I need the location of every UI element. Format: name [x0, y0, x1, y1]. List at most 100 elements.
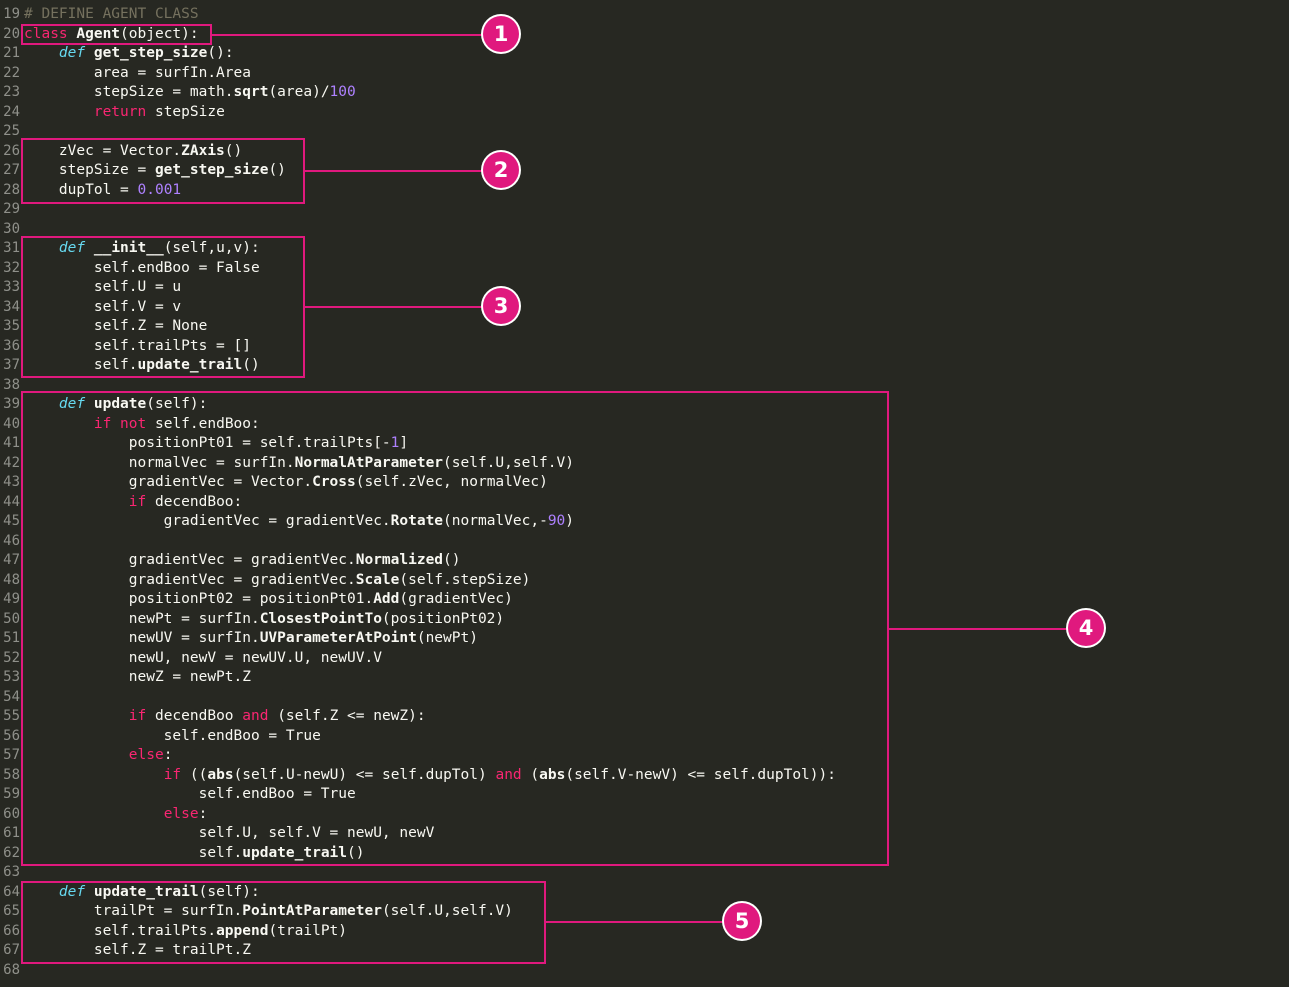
code-token: (normalVec,-: [443, 513, 548, 529]
code-token: update_trail: [137, 357, 243, 373]
line-number: 34: [3, 298, 20, 315]
code-line[interactable]: 63: [0, 863, 1289, 883]
code-line[interactable]: 65 trailPt = surfIn.PointAtParameter(sel…: [0, 902, 1289, 922]
code-line[interactable]: 64 def update_trail(self):: [0, 883, 1289, 903]
code-token: ():: [207, 45, 234, 61]
line-number: 24: [3, 103, 20, 120]
code-token: (area)/: [268, 84, 330, 100]
code-token: (): [268, 162, 286, 178]
code-line[interactable]: 59 self.endBoo = True: [0, 785, 1289, 805]
code-token: (self.zVec, normalVec): [355, 474, 548, 490]
annotation-box-4: [21, 391, 889, 866]
line-number: 54: [3, 688, 20, 705]
code-token: 90: [547, 513, 566, 529]
code-line[interactable]: 19# DEFINE AGENT CLASS: [0, 5, 1289, 25]
code-token: abs: [539, 766, 566, 783]
code-line[interactable]: 66 self.trailPts.append(trailPt): [0, 922, 1289, 942]
code-line[interactable]: 22 area = surfIn.Area: [0, 64, 1289, 84]
line-number: 48: [3, 571, 20, 588]
code-token: gradientVec = gradientVec.: [24, 513, 391, 529]
code-token: ((: [181, 766, 208, 783]
line-number: 42: [3, 454, 20, 471]
line-number: 47: [3, 552, 20, 568]
code-line[interactable]: 55 if decendBoo and (self.Z <= newZ):: [0, 707, 1289, 727]
code-token: (self.V-newV) <= self.dupTol)):: [565, 766, 836, 783]
code-token: newUV = surfIn.: [24, 630, 260, 646]
code-line[interactable]: 32 self.endBoo = False: [0, 259, 1289, 279]
code-line[interactable]: 36 self.trailPts = []: [0, 337, 1289, 357]
line-number: 59: [3, 786, 20, 802]
code-line[interactable]: 34 self.V = v: [0, 298, 1289, 318]
code-line[interactable]: 33 self.U = u: [0, 278, 1289, 298]
code-line[interactable]: 40 if not self.endBoo:: [0, 415, 1289, 435]
code-line[interactable]: 44 if decendBoo:: [0, 493, 1289, 513]
line-number: 23: [3, 84, 20, 100]
code-line[interactable]: 62 self.update_trail(): [0, 844, 1289, 864]
code-line[interactable]: 60 else:: [0, 805, 1289, 825]
code-token: self.trailPts.: [24, 922, 217, 939]
code-token: Scale: [355, 571, 400, 588]
code-line[interactable]: 28 dupTol = 0.001: [0, 181, 1289, 201]
code-line[interactable]: 39 def update(self):: [0, 395, 1289, 415]
code-line[interactable]: 50 newPt = surfIn.ClosestPointTo(positio…: [0, 610, 1289, 630]
code-line[interactable]: 24 return stepSize: [0, 103, 1289, 123]
code-token: def: [58, 396, 86, 412]
code-token: ZAxis: [181, 142, 225, 159]
code-line[interactable]: 45 gradientVec = gradientVec.Rotate(norm…: [0, 512, 1289, 532]
code-line[interactable]: 41 positionPt01 = self.trailPts[-1]: [0, 434, 1289, 454]
code-token: normalVec = surfIn.: [24, 454, 295, 471]
code-token: 1: [390, 435, 400, 451]
code-line[interactable]: 48 gradientVec = gradientVec.Scale(self.…: [0, 571, 1289, 591]
line-number: 56: [3, 727, 20, 744]
code-line[interactable]: 30: [0, 220, 1289, 240]
code-text: gradientVec = gradientVec.Normalized(): [20, 551, 461, 571]
code-line[interactable]: 46: [0, 532, 1289, 552]
code-line[interactable]: 38: [0, 376, 1289, 396]
line-number: 49: [3, 591, 20, 607]
code-token: if: [128, 493, 147, 510]
code-line[interactable]: 43 gradientVec = Vector.Cross(self.zVec,…: [0, 473, 1289, 493]
code-line[interactable]: 29: [0, 200, 1289, 220]
code-token: zVec = Vector.: [24, 142, 182, 159]
code-line[interactable]: 67 self.Z = trailPt.Z: [0, 941, 1289, 961]
code-text: stepSize = math.sqrt(area)/100: [20, 83, 356, 103]
code-token: self.: [24, 357, 138, 373]
code-token: self.: [24, 844, 243, 861]
code-line[interactable]: 58 if ((abs(self.U-newU) <= self.dupTol)…: [0, 766, 1289, 786]
annotation-box-1: [21, 24, 212, 45]
code-line[interactable]: 47 gradientVec = gradientVec.Normalized(…: [0, 551, 1289, 571]
code-line[interactable]: 56 self.endBoo = True: [0, 727, 1289, 747]
code-line[interactable]: 23 stepSize = math.sqrt(area)/100: [0, 83, 1289, 103]
code-token: gradientVec = Vector.: [24, 474, 313, 490]
code-token: and: [242, 708, 269, 724]
code-line[interactable]: 53 newZ = newPt.Z: [0, 668, 1289, 688]
code-text: self.V = v: [20, 298, 181, 318]
code-line[interactable]: 68: [0, 961, 1289, 981]
code-token: (newPt): [416, 630, 478, 646]
code-text: newZ = newPt.Z: [20, 668, 251, 688]
code-line[interactable]: 61 self.U, self.V = newU, newV: [0, 824, 1289, 844]
code-token: self.U = u: [24, 279, 182, 295]
code-text: newU, newV = newUV.U, newUV.V: [20, 649, 382, 669]
code-line[interactable]: 37 self.update_trail(): [0, 356, 1289, 376]
code-line[interactable]: 21 def get_step_size():: [0, 44, 1289, 64]
code-line[interactable]: 51 newUV = surfIn.UVParameterAtPoint(new…: [0, 629, 1289, 649]
code-text: def get_step_size():: [20, 44, 234, 64]
code-text: positionPt02 = positionPt01.Add(gradient…: [20, 590, 513, 610]
code-line[interactable]: 57 else:: [0, 746, 1289, 766]
code-line[interactable]: 52 newU, newV = newUV.U, newUV.V: [0, 649, 1289, 669]
code-line[interactable]: 26 zVec = Vector.ZAxis(): [0, 142, 1289, 162]
code-token: (): [242, 357, 260, 373]
code-line[interactable]: 27 stepSize = get_step_size(): [0, 161, 1289, 181]
code-line[interactable]: 42 normalVec = surfIn.NormalAtParameter(…: [0, 454, 1289, 474]
code-line[interactable]: 25: [0, 122, 1289, 142]
code-line[interactable]: 49 positionPt02 = positionPt01.Add(gradi…: [0, 590, 1289, 610]
code-line[interactable]: 54: [0, 688, 1289, 708]
line-number: 68: [3, 961, 20, 978]
code-line[interactable]: 31 def __init__(self,u,v):: [0, 239, 1289, 259]
code-token: :: [198, 805, 208, 822]
line-number: 27: [3, 162, 20, 178]
code-line[interactable]: 35 self.Z = None: [0, 317, 1289, 337]
